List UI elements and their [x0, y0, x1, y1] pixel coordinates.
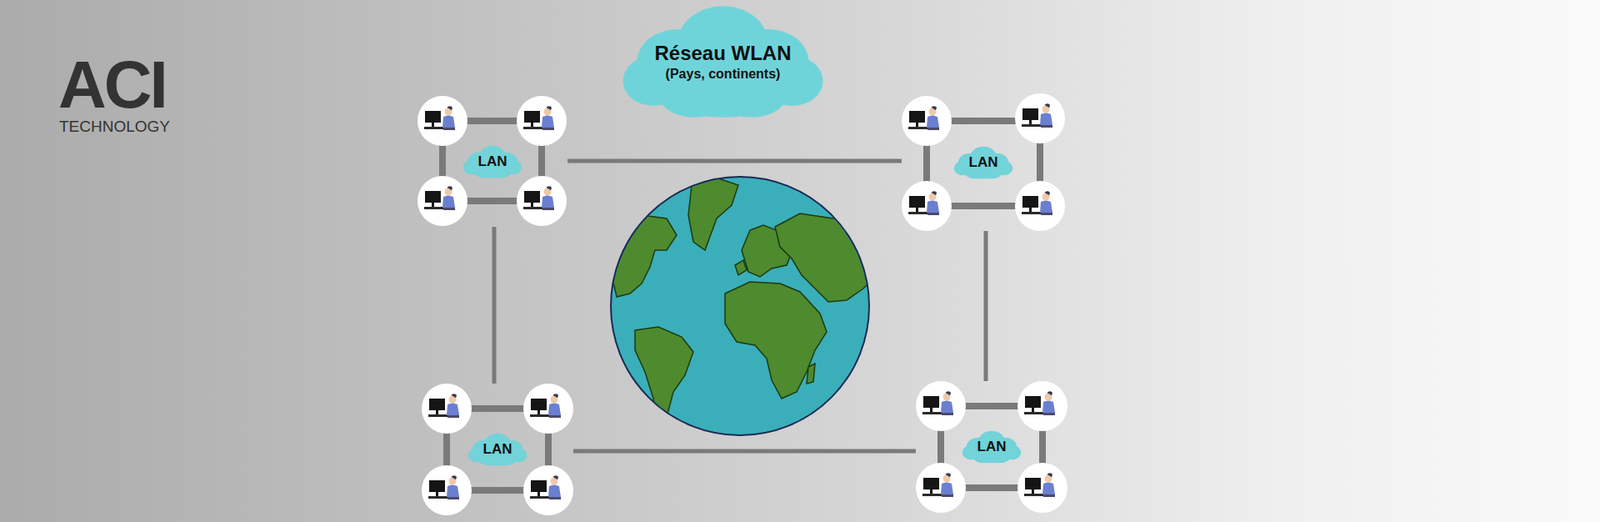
- node-title: LAN: [478, 152, 508, 170]
- node-title: LAN: [483, 440, 513, 458]
- lan-links: [442, 120, 1043, 490]
- logo-subtext: TECHNOLOGY: [59, 118, 170, 135]
- lan-group: LAN: [915, 380, 1068, 513]
- node-title: LAN: [969, 153, 999, 171]
- network-link: [567, 160, 902, 162]
- node-title: LAN: [977, 437, 1007, 455]
- logo-text: ACI: [58, 51, 166, 119]
- computer-icons: [417, 93, 1068, 515]
- wlan-cloud: Réseau WLAN(Pays, continents): [620, 4, 825, 120]
- lan-group: LAN: [417, 95, 568, 227]
- lan-group: LAN: [901, 93, 1065, 231]
- node-subtitle: (Pays, continents): [665, 65, 781, 83]
- network-link: [494, 226, 495, 384]
- network-link: [573, 450, 916, 452]
- globe: [606, 176, 884, 435]
- network-link: [985, 230, 987, 381]
- node-title: Réseau WLAN: [654, 40, 791, 66]
- lan-group: LAN: [421, 383, 574, 515]
